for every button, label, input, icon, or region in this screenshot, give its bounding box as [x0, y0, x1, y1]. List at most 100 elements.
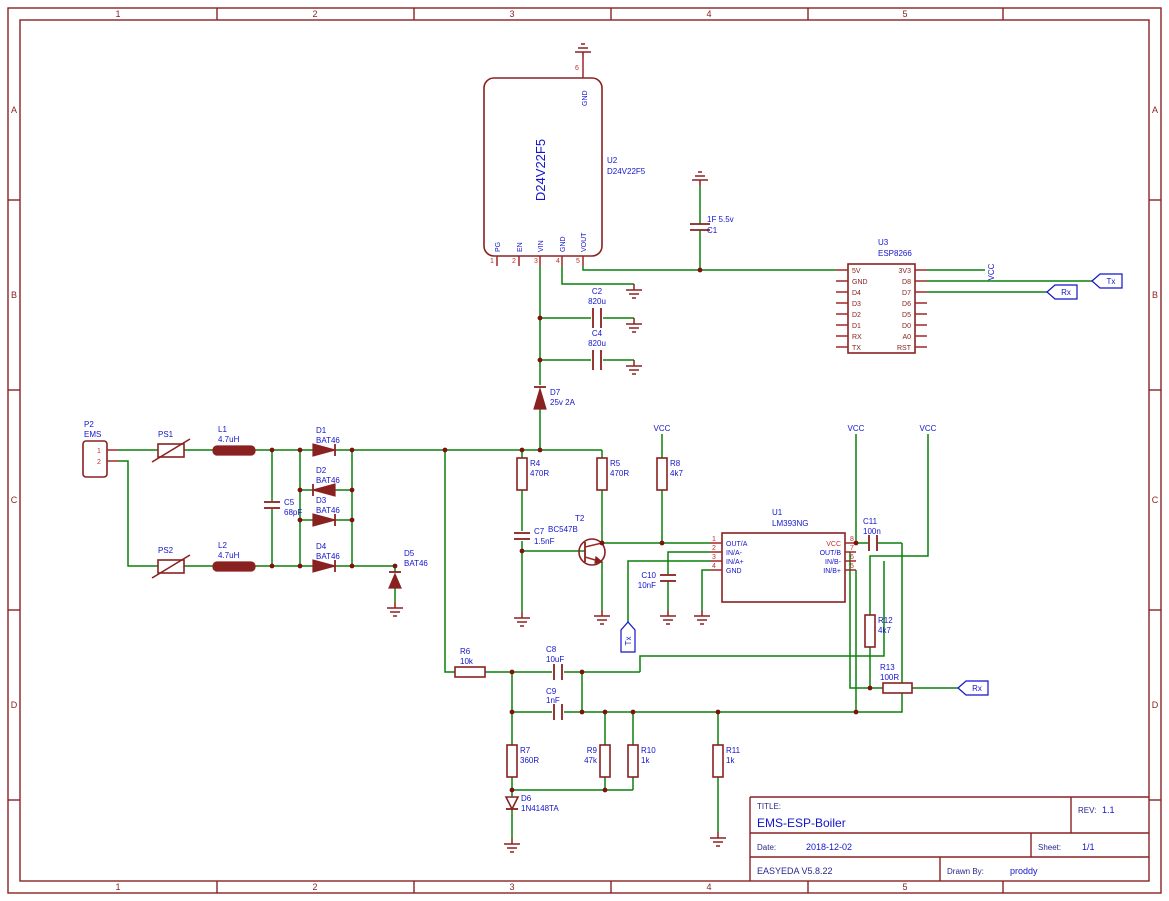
- component-C10[interactable]: C10 10nF: [638, 571, 676, 590]
- c4-ref: C4: [592, 329, 603, 338]
- component-C1[interactable]: 1F 5.5v C1: [690, 215, 734, 235]
- tx-net-flag[interactable]: Tx: [1091, 273, 1123, 289]
- title-label: TITLE:: [757, 802, 781, 811]
- r5-ref: R5: [610, 459, 621, 468]
- c11-value: 100n: [863, 527, 881, 536]
- p2-value: EMS: [84, 430, 101, 439]
- c5-ref: C5: [284, 498, 295, 507]
- component-C11[interactable]: C11 100n: [863, 517, 881, 551]
- component-R8[interactable]: R8 4k7: [656, 457, 683, 491]
- wires-layer[interactable]: [118, 186, 1092, 838]
- vcc-symbol[interactable]: VCC: [920, 424, 937, 433]
- component-D2[interactable]: D2 BAT46: [310, 466, 340, 497]
- c7-ref: C7: [534, 527, 545, 536]
- component-R11[interactable]: R11 1k: [712, 744, 741, 778]
- u2-pin-name: GND: [560, 236, 567, 252]
- vcc-symbol[interactable]: VCC: [654, 424, 671, 433]
- t2-value: BC547B: [548, 525, 578, 534]
- frame-row-label: D: [11, 700, 18, 710]
- component-C5[interactable]: C5 68pF: [264, 498, 302, 517]
- frame-row-label: A: [11, 105, 17, 115]
- d5-value: BAT46: [404, 559, 428, 568]
- d4-ref: D4: [316, 542, 327, 551]
- component-PS2[interactable]: PS2: [151, 546, 191, 579]
- component-R5[interactable]: R5 470R: [596, 457, 629, 491]
- component-P2[interactable]: P2 EMS 1 2: [82, 420, 118, 478]
- component-R13[interactable]: R13 100R: [880, 663, 913, 694]
- u1-pin-number: 4: [712, 563, 716, 570]
- r8-value: 4k7: [670, 469, 683, 478]
- u2-pin-number: 1: [490, 258, 494, 265]
- ground-icon: [709, 831, 727, 847]
- u2-pin-number: 5: [576, 258, 580, 265]
- component-R10[interactable]: R10 1k: [627, 744, 656, 778]
- ps2-ref: PS2: [158, 546, 174, 555]
- component-U2[interactable]: D24V22F5 PG EN VIN GND VOUT GND 1 2 3 4 …: [483, 58, 646, 266]
- p2-pin-number: 1: [97, 448, 101, 455]
- date-label: Date:: [757, 843, 776, 852]
- component-R9[interactable]: R9 47k: [584, 744, 611, 778]
- component-C4[interactable]: C4 820u: [588, 329, 606, 370]
- c1-value: 1F 5.5v: [707, 215, 734, 224]
- ground-icon: [693, 609, 711, 625]
- u3-pin-name: D3: [852, 301, 861, 308]
- c7-value: 1.5nF: [534, 537, 555, 546]
- component-D4[interactable]: D4 BAT46: [312, 542, 340, 573]
- component-L1[interactable]: L1 4.7uH: [212, 425, 256, 456]
- r4-ref: R4: [530, 459, 541, 468]
- component-R7[interactable]: R7 360R: [506, 744, 539, 778]
- drawn-by-value: proddy: [1010, 866, 1038, 876]
- component-C7[interactable]: C7 1.5nF: [514, 527, 555, 546]
- ground-icon: [691, 171, 709, 187]
- r10-ref: R10: [641, 746, 656, 755]
- component-D7[interactable]: D7 25v 2A: [533, 386, 576, 410]
- component-R4[interactable]: R4 470R: [516, 457, 549, 491]
- u3-pin-name: RST: [897, 345, 912, 352]
- component-D6[interactable]: D6 1N4148TA: [504, 794, 559, 813]
- ground-icon: [386, 601, 404, 617]
- title-block: TITLE: EMS-ESP-Boiler REV: 1.1 Date: 201…: [749, 796, 1149, 881]
- component-C8[interactable]: C8 10uF: [546, 645, 564, 680]
- frame-row-label: B: [11, 290, 17, 300]
- p2-pin-number: 2: [97, 459, 101, 466]
- frame-col-label: 3: [509, 9, 514, 19]
- u3-pin-name: 5V: [852, 268, 861, 275]
- c9-ref: C9: [546, 687, 557, 696]
- component-L2[interactable]: L2 4.7uH: [212, 541, 256, 572]
- u1-pin-number: 6: [850, 554, 854, 561]
- sheet-label: Sheet:: [1038, 843, 1061, 852]
- u3-ref: U3: [878, 238, 889, 247]
- component-R12[interactable]: R12 4k7: [864, 614, 893, 648]
- frame-col-label: 5: [902, 9, 907, 19]
- component-D5[interactable]: D5 BAT46: [388, 549, 428, 589]
- u1-pin-number: 3: [712, 554, 716, 561]
- component-U3[interactable]: 5V GND D4 D3 D2 D1 RX TX 3V3 D8 D7 D6 D5…: [836, 238, 927, 354]
- d4-value: BAT46: [316, 552, 340, 561]
- component-C9[interactable]: C9 1nF: [546, 687, 563, 720]
- u3-pin-name: A0: [902, 334, 911, 341]
- tx-label: Tx: [624, 637, 633, 646]
- d2-ref: D2: [316, 466, 327, 475]
- component-D1[interactable]: D1 BAT46: [312, 426, 340, 457]
- vcc-net-label[interactable]: VCC: [987, 263, 996, 280]
- r13-ref: R13: [880, 663, 895, 672]
- vcc-symbol[interactable]: VCC: [848, 424, 865, 433]
- component-U1[interactable]: OUT/A IN/A- IN/A+ GND VCC OUT/B IN/B- IN…: [710, 508, 856, 603]
- component-T2[interactable]: T2 BC547B: [548, 514, 606, 566]
- u3-pin-name: RX: [852, 334, 862, 341]
- component-D3[interactable]: D3 BAT46: [312, 496, 340, 527]
- sheet-frame: 1 2 3 4 5 1 2 3 4 5 A B C D A B C D: [7, 7, 1162, 894]
- component-R6[interactable]: R6 10k: [454, 647, 486, 678]
- u2-pin-name: PG: [495, 242, 502, 252]
- ground-icon: [574, 43, 592, 59]
- d5-ref: D5: [404, 549, 415, 558]
- rx-net-flag-bottom[interactable]: Rx: [957, 680, 989, 696]
- component-PS1[interactable]: PS1: [151, 430, 191, 463]
- tx-net-flag-bottom[interactable]: Tx: [620, 621, 636, 653]
- rev-value: 1.1: [1102, 805, 1115, 815]
- component-C2[interactable]: C2 820u: [588, 287, 606, 328]
- r12-ref: R12: [878, 616, 893, 625]
- rx-net-flag[interactable]: Rx: [1046, 284, 1078, 300]
- frame-col-label: 1: [115, 9, 120, 19]
- frame-col-label: 4: [706, 882, 711, 892]
